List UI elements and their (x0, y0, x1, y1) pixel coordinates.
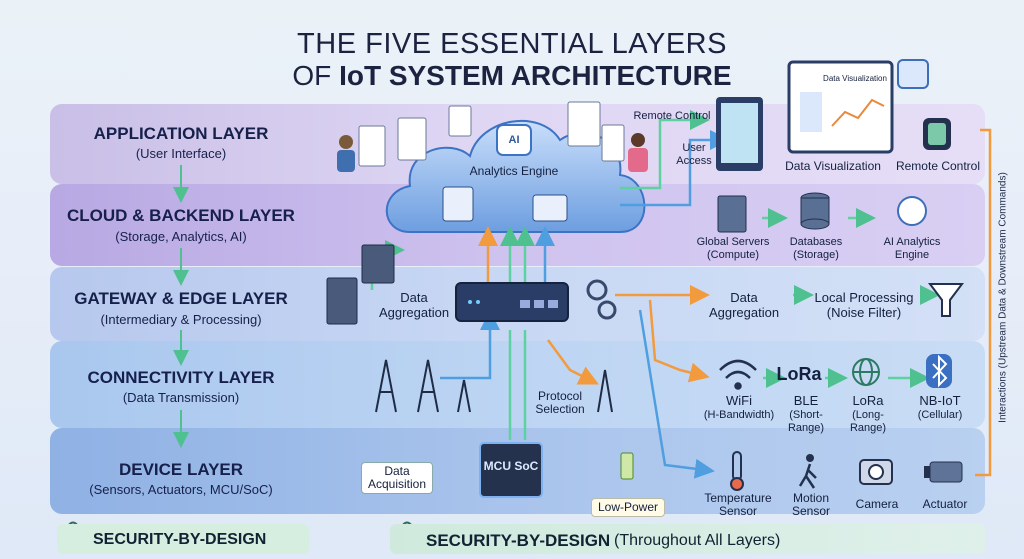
data-aggregation-right-label: Data Aggregation (708, 290, 780, 320)
security-banner-right: SECURITY-BY-DESIGN (Throughout All Layer… (390, 524, 985, 554)
funnel-icon (928, 283, 964, 317)
globe-icon (852, 358, 880, 386)
title-line-2: OF IoT SYSTEM ARCHITECTURE (292, 60, 732, 91)
remote-control-top-label: Remote Control (633, 110, 711, 122)
camera-label: Camera (855, 497, 899, 511)
protocol-selection-label: Protocol Selection (535, 389, 585, 416)
layer-sub-cloud: (Storage, Analytics, AI) (115, 229, 247, 244)
ai-analytics-sub: Engine (894, 249, 930, 261)
global-servers-sub: (Compute) (707, 249, 759, 261)
monitor-icon (787, 60, 894, 154)
protocol-wifi-sub: (H-Bandwidth) (703, 409, 775, 421)
security-badge-left: SECURITY-BY-DESIGN (57, 524, 309, 554)
dashboard-icon (532, 194, 568, 222)
remote-control-label: Remote Control (895, 159, 981, 173)
global-servers-label: Global Servers(Compute) (696, 236, 770, 261)
smartwatch-icon (923, 118, 951, 150)
thermometer-icon (730, 451, 744, 491)
layer-name-connectivity: CONNECTIVITY LAYER (87, 368, 275, 387)
user-icon-2 (628, 133, 648, 172)
user-access-label: User Access (676, 142, 712, 167)
low-power-label: Low-Power (591, 498, 665, 517)
cloud-shape (385, 119, 646, 233)
camera-icon (859, 459, 893, 485)
layer-sub-application: (User Interface) (135, 146, 227, 161)
temperature-sensor-label: Temperature Sensor (704, 491, 772, 518)
database-icon (800, 192, 830, 230)
interactions-label: Interactions (Upstream Data & Downstream… (997, 172, 1009, 423)
title-bold: IoT SYSTEM ARCHITECTURE (339, 60, 732, 91)
lora-logo: LoRa (776, 364, 822, 384)
security-right-bold: SECURITY-BY-DESIGN (426, 531, 611, 550)
server-rack-icon (326, 244, 395, 325)
protocol-lora-sub: (Long-Range) (849, 409, 887, 434)
title-line-1: THE FIVE ESSENTIAL LAYERS (297, 28, 727, 60)
bluetooth-icon (926, 354, 952, 388)
global-server-icon (717, 195, 747, 233)
layer-name-gateway: GATEWAY & EDGE LAYER (74, 289, 288, 308)
mcu-label: MCU SoC (483, 459, 539, 473)
ai-chip-icon (496, 124, 532, 156)
layer-sub-device: (Sensors, Actuators, MCU/SoC) (89, 482, 273, 497)
tower-icon (375, 359, 613, 413)
security-right-rest: (Throughout All Layers) (614, 532, 781, 549)
local-processing-label: Local Processing(Noise Filter) (814, 290, 914, 320)
protocol-wifi: WiFi(H-Bandwidth) (703, 393, 775, 421)
security-left-text: SECURITY-BY-DESIGN (93, 531, 267, 548)
mini-screen-icons (358, 101, 625, 167)
protocol-ble: BLE(Short-Range) (787, 393, 825, 434)
databases-label: Databases(Storage) (789, 236, 843, 261)
layer-name-device: DEVICE LAYER (118, 460, 244, 479)
layer-sub-gateway: (Intermediary & Processing) (100, 312, 262, 327)
server-icon (442, 186, 474, 222)
gear-icon (586, 279, 617, 320)
layer-sub-connectivity: (Data Transmission) (122, 390, 240, 405)
protocol-ble-sub: (Short-Range) (787, 409, 825, 434)
motion-sensor-label: Motion Sensor (791, 491, 831, 518)
protocol-nbiot: NB-IoT(Cellular) (917, 393, 963, 421)
databases-sub: (Storage) (793, 249, 839, 261)
protocol-nbiot-sub: (Cellular) (917, 409, 963, 421)
wifi-icon (719, 359, 757, 390)
analytics-engine-label: Analytics Engine (469, 164, 559, 178)
ai-engine-icon (897, 196, 927, 226)
layer-name-application: APPLICATION LAYER (93, 124, 269, 143)
data-acquisition-label: Data Acquisition (361, 462, 433, 494)
local-processing-sub: (Noise Filter) (826, 305, 902, 320)
layer-name-cloud: CLOUD & BACKEND LAYER (67, 206, 295, 225)
router-icon (455, 282, 569, 322)
actuator-label: Actuator (922, 497, 968, 511)
ai-bubble-icon (897, 59, 929, 89)
data-visualization-label: Data Visualization (785, 159, 881, 173)
user-icon (337, 135, 355, 172)
battery-icon (620, 452, 634, 480)
data-aggregation-left-label: Data Aggregation (378, 290, 450, 320)
motion-icon (798, 454, 817, 489)
protocol-lora: LoRa(Long-Range) (849, 393, 887, 434)
cloud-ai-badge: AI (508, 134, 520, 146)
actuator-icon (924, 461, 963, 483)
mcu-chip-icon (479, 442, 543, 498)
screen-title-label: Data Visualization (823, 74, 887, 83)
tablet-icon (716, 97, 763, 171)
